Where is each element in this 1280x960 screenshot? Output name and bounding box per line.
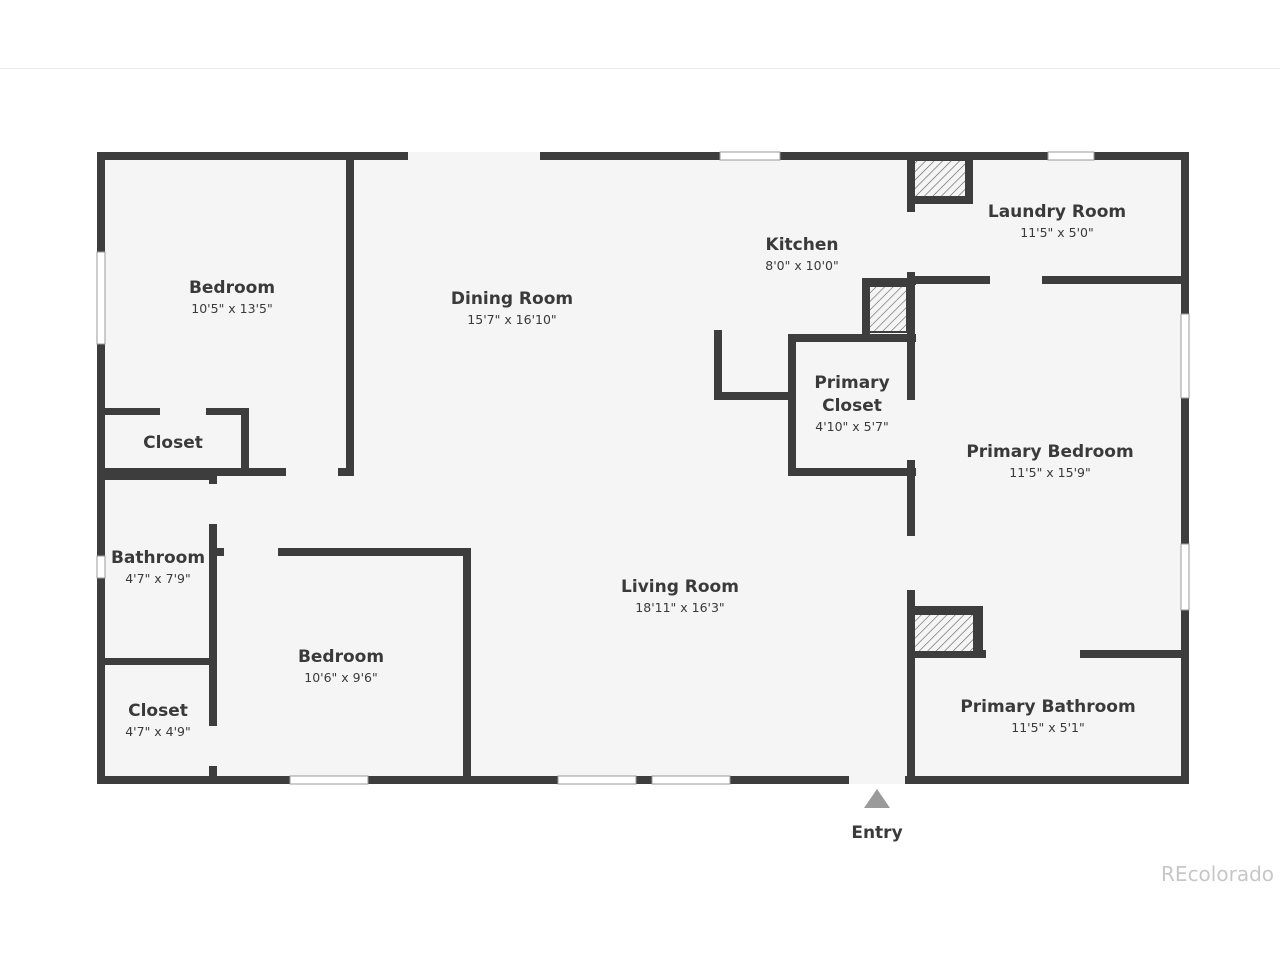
windows — [96, 151, 1190, 785]
room-name: Closet — [143, 433, 203, 453]
room-dimensions: 4'10" x 5'7" — [815, 419, 888, 434]
room-dimensions: 11'5" x 15'9" — [1009, 465, 1090, 480]
room-name: Closet — [128, 701, 188, 721]
top-divider — [0, 68, 1280, 69]
room-closet-top: Closet — [143, 433, 203, 453]
room-name: Kitchen — [766, 235, 839, 255]
utility-wall-top — [907, 196, 973, 204]
room-name: Dining Room — [451, 289, 573, 309]
room-closet-bottom: Closet 4'7" x 4'9" — [125, 701, 191, 739]
room-name: Primary Bathroom — [960, 697, 1135, 717]
room-name: Living Room — [621, 577, 739, 597]
room-dimensions: 15'7" x 16'10" — [467, 312, 556, 327]
room-living-room: Living Room 18'11" x 16'3" — [621, 577, 739, 615]
entry-arrow-icon — [864, 789, 890, 808]
room-name: Bedroom — [298, 647, 384, 667]
room-kitchen: Kitchen 8'0" x 10'0" — [765, 235, 838, 273]
room-name: Bathroom — [111, 548, 205, 568]
room-dimensions: 8'0" x 10'0" — [765, 258, 838, 273]
room-name-line-2: Closet — [822, 396, 882, 416]
utility-chase-middle — [868, 285, 908, 333]
watermark: REcolorado — [1161, 862, 1274, 886]
room-name: Laundry Room — [988, 202, 1126, 222]
door-openings — [160, 152, 1080, 784]
room-name: Bedroom — [189, 278, 275, 298]
utility-wall-bottom — [907, 606, 983, 614]
room-bathroom: Bathroom 4'7" x 7'9" — [111, 548, 205, 586]
room-dimensions: 10'5" x 13'5" — [191, 301, 272, 316]
utility-chase-bottom — [913, 613, 975, 653]
room-primary-closet: Primary Closet 4'10" x 5'7" — [814, 373, 889, 434]
room-bedroom-top: Bedroom 10'5" x 13'5" — [189, 278, 275, 316]
room-dimensions: 4'7" x 7'9" — [125, 571, 191, 586]
room-dimensions: 18'11" x 16'3" — [635, 600, 724, 615]
room-dimensions: 11'5" x 5'1" — [1011, 720, 1084, 735]
room-laundry-room: Laundry Room 11'5" x 5'0" — [988, 202, 1126, 240]
room-dining-room: Dining Room 15'7" x 16'10" — [451, 289, 573, 327]
room-name-line-1: Primary — [814, 373, 889, 393]
room-primary-bedroom: Primary Bedroom 11'5" x 15'9" — [966, 442, 1133, 480]
room-dimensions: 4'7" x 4'9" — [125, 724, 191, 739]
utility-wall-bottom-side — [975, 606, 983, 654]
room-name: Primary Bedroom — [966, 442, 1133, 462]
utility-chase-top — [913, 159, 967, 201]
entry-label: Entry — [851, 823, 902, 843]
room-bedroom-bottom: Bedroom 10'6" x 9'6" — [298, 647, 384, 685]
room-primary-bathroom: Primary Bathroom 11'5" x 5'1" — [960, 697, 1135, 735]
utility-wall-top-side — [965, 156, 973, 204]
room-dimensions: 10'6" x 9'6" — [304, 670, 377, 685]
room-dimensions: 11'5" x 5'0" — [1020, 225, 1093, 240]
